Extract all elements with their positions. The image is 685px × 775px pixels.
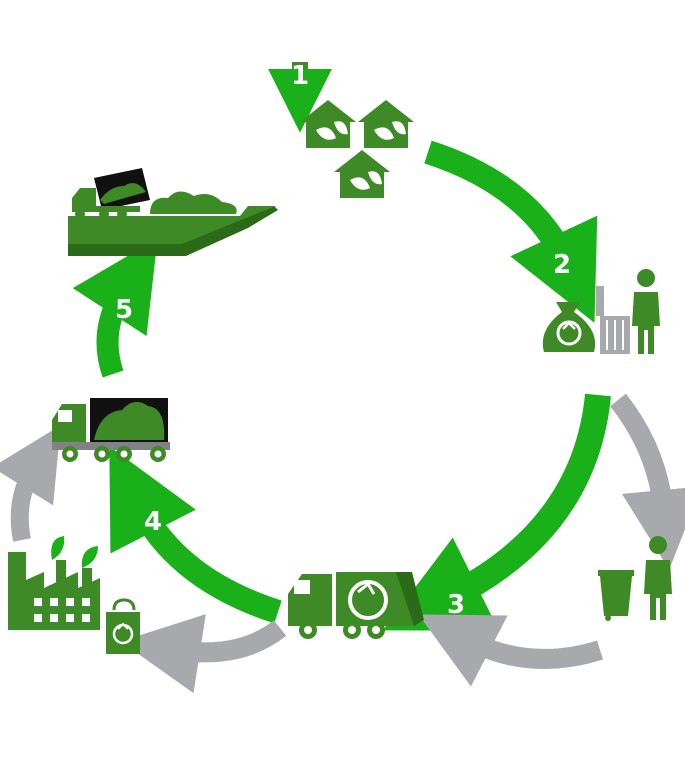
- gray-arrow-truck-to-factory: [120, 614, 287, 694]
- step-number-5: 5: [115, 295, 133, 325]
- house-left: [300, 100, 356, 148]
- trash-can-icon: [596, 286, 630, 354]
- gray-arrow-factory-to-dump-truck: [0, 425, 61, 542]
- arrow-to-step-5: [72, 238, 158, 378]
- arrow-to-step-4: [109, 446, 282, 624]
- house-right: [358, 100, 414, 148]
- arrow-to-step-3: [382, 393, 611, 631]
- wheelie-bin-icon: [598, 570, 634, 621]
- landfill-icon: [68, 168, 278, 256]
- step-number-4: 4: [144, 507, 162, 537]
- person-icon: [632, 269, 660, 354]
- step-number-3: 3: [447, 590, 465, 620]
- arrow-to-step-2: [424, 140, 598, 323]
- garbage-bag-icon: [542, 302, 596, 352]
- recycle-bag-icon: [106, 598, 140, 654]
- gray-arrow-bin-to-person: [610, 393, 685, 570]
- step-number-2: 2: [553, 250, 571, 280]
- dump-truck-icon: [52, 398, 170, 462]
- garbage-bag-and-bin-icon: [542, 269, 660, 354]
- person-with-bin-icon: [598, 536, 672, 621]
- house-bottom: [334, 150, 390, 198]
- gray-arrow-person-to-truck: [418, 614, 603, 687]
- houses-icon: [300, 100, 414, 198]
- tipper-truck-icon: [72, 168, 150, 219]
- step-number-1: 1: [291, 61, 309, 91]
- factory-icon: [8, 536, 100, 630]
- garbage-truck-icon: [288, 572, 424, 639]
